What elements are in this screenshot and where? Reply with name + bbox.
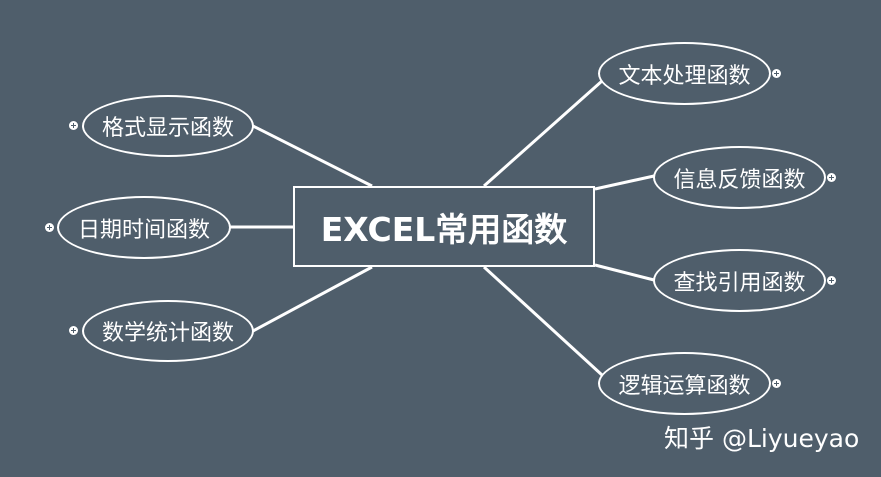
topic-label: 查找引用函数 [673,270,806,296]
watermark: 知乎 @Liyueyao [664,424,860,453]
topic-date-time[interactable]: 日期时间函数 [57,196,231,259]
link-logic-operation [482,265,604,377]
topic-format-display[interactable]: 格式显示函数 [82,95,254,157]
topic-info-feedback[interactable]: 信息反馈函数 [653,146,826,209]
expand-icon[interactable] [772,69,781,78]
link-math-stats [252,265,373,333]
expand-icon[interactable] [69,121,78,130]
topic-text-processing[interactable]: 文本处理函数 [598,42,771,105]
topic-label: 文本处理函数 [618,63,751,89]
topic-label: 数学统计函数 [101,321,234,346]
link-info-feedback [594,174,655,191]
topic-logic-operation[interactable]: 逻辑运算函数 [598,352,771,415]
topic-lookup-reference[interactable]: 查找引用函数 [653,249,826,312]
expand-icon[interactable] [772,379,781,388]
topic-label: 逻辑运算函数 [618,373,751,399]
link-format-display [252,124,373,188]
expand-icon[interactable] [827,276,836,285]
expand-icon[interactable] [69,326,78,335]
topic-label: 信息反馈函数 [673,167,806,193]
link-text-processing [483,79,603,188]
link-lookup-reference [594,263,655,282]
topic-label: 日期时间函数 [77,217,210,243]
expand-icon[interactable] [45,223,54,232]
topic-math-stats[interactable]: 数学统计函数 [82,300,254,362]
topic-label: 格式显示函数 [101,116,234,141]
central-topic[interactable]: EXCEL常用函数 [293,186,595,267]
expand-icon[interactable] [827,173,836,182]
